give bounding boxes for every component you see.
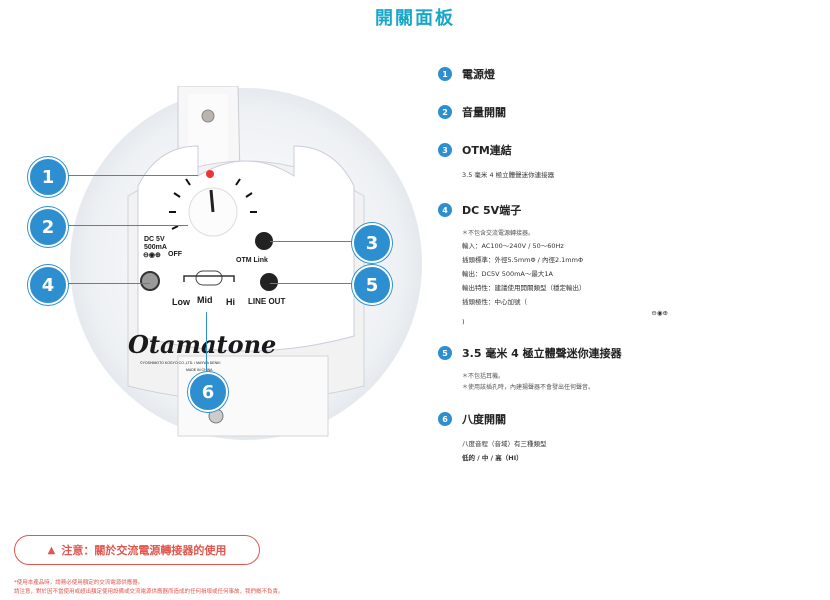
octave-hi-label: Hi [226,297,235,307]
item-number: 1 [438,67,452,81]
list-item: 6 八度開關 八度音程（音域）有三種類型 低的 / 中 / 高（HI） [438,411,818,465]
callout-6: 6 [188,372,228,412]
item-desc: 八度音程（音域）有三種類型 [462,440,547,448]
item-note: ＊使用該插孔時，內建揚聲器不會發出任何聲音。 [462,384,595,391]
list-item: 4 DC 5V端子 ＊不包含交流電源轉接器。 輸入：AC100～240V / 5… [438,202,818,327]
item-title: DC 5V端子 [462,204,522,217]
polarity-symbol: ⊖◉⊕ [651,309,668,317]
made-in-text: MADE IN CHINA [186,368,213,372]
warning-notes: *使用本產品時，請務必使用額定的交流電源供應器。 請注意，對於因不當使用或超出額… [14,579,284,597]
callout-line-1 [58,175,198,176]
item-number: 6 [438,412,452,426]
list-item: 1 電源燈 [438,66,818,82]
item-number: 5 [438,346,452,360]
callout-line-5 [270,283,360,284]
item-desc: 低的 / 中 / 高（HI） [462,454,523,462]
item-desc-close: ) [462,318,465,326]
callout-5: 5 [352,265,392,305]
list-item: 3 OTM連結 3.5 毫米 4 極立體聲迷你連接器 [438,142,818,182]
item-note: ＊不包含交流電源轉接器。 [462,230,535,237]
callout-line-6 [206,312,207,372]
callout-line-3 [270,241,360,242]
item-title: 八度開關 [462,413,506,426]
dc-5v-label: DC 5V 500mA [144,236,167,251]
callout-3: 3 [352,223,392,263]
item-desc: 插頭極性：中心加號（ [462,298,527,306]
item-title: 音量開關 [462,106,506,119]
callout-2: 2 [28,207,68,247]
warning-icon: ▲ [47,544,56,556]
item-title: 3.5 毫米 4 極立體聲迷你連接器 [462,347,622,360]
item-number: 3 [438,143,452,157]
item-number: 4 [438,203,452,217]
octave-mid-label: Mid [197,295,213,305]
item-desc: 輸出特性：建議使用開關類型（穩定輸出） [462,284,586,292]
callout-line-4 [58,283,150,284]
warning-banner: ▲ 注意：關於交流電源轉接器的使用 [14,535,260,565]
item-desc: 輸入：AC100～240V / 50～60Hz [462,242,564,250]
line-out-label: LINE OUT [248,297,286,306]
item-desc: 插頭標準：外徑5.5mmΦ / 內徑2.1mmΦ [462,256,584,264]
brand-logo: Otamatone [128,330,277,359]
callout-4: 4 [28,265,68,305]
list-item: 5 3.5 毫米 4 極立體聲迷你連接器 ＊不包括耳機。 ＊使用該插孔時，內建揚… [438,345,818,393]
component-list: 1 電源燈 2 音量開關 3 OTM連結 3.5 毫米 4 極立體聲迷你連接器 … [438,66,818,479]
item-desc: 輸出：DC5V 500mA～最大1A [462,270,553,278]
polarity-symbol: ⊖◉⊕ [143,252,161,259]
item-number: 2 [438,105,452,119]
device-photo [68,86,424,442]
off-label: OFF [168,251,182,258]
page-title: 開關面板 [375,8,455,29]
callout-line-2 [58,225,188,226]
item-title: OTM連結 [462,144,512,157]
list-item: 2 音量開關 [438,104,818,120]
callout-1: 1 [28,157,68,197]
warning-note: *使用本產品時，請務必使用額定的交流電源供應器。 [14,580,144,586]
item-note: ＊不包括耳機。 [462,373,505,380]
otm-link-label: OTM Link [236,257,268,264]
warning-title: 注意：關於交流電源轉接器的使用 [61,544,227,557]
octave-low-label: Low [172,297,190,307]
warning-note: 請注意，對於因不當使用或超出額定使用設備或交流電源供應器而造成的任何損壞或任何事… [14,589,284,595]
item-desc: 3.5 毫米 4 極立體聲迷你連接器 [462,171,555,179]
maker-text: ©YOSHIMOTO KOGYO CO.,LTD. / MAYWA DENKI [140,361,221,365]
item-title: 電源燈 [462,68,495,81]
